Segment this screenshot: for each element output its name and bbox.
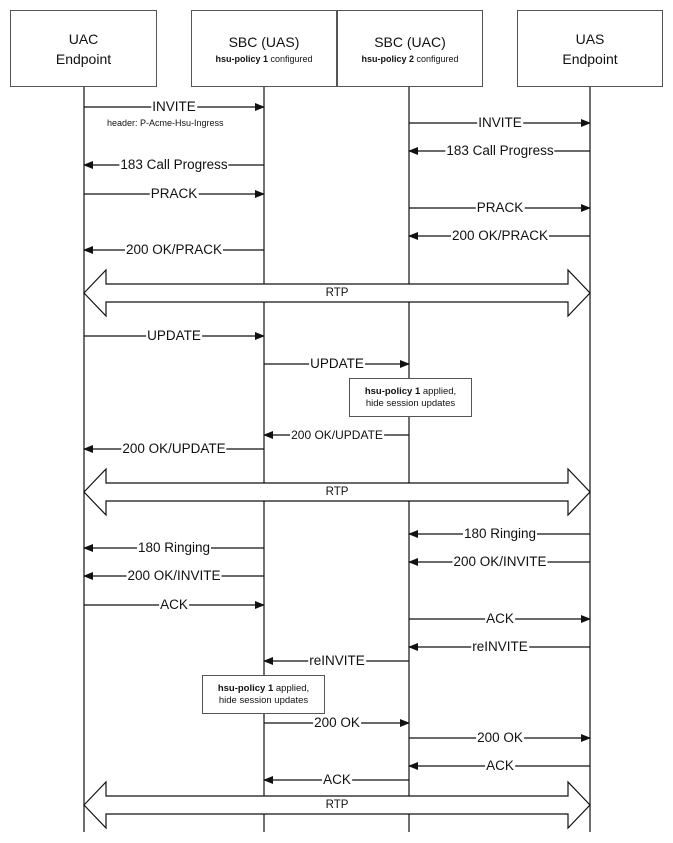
participant-sbc-uas: SBC (UAS) hsu-policy 1 configured: [191, 10, 337, 87]
message-label: INVITE: [151, 99, 197, 115]
message-label: ACK: [485, 758, 515, 774]
message-label: PRACK: [149, 186, 199, 202]
message-label: UPDATE: [146, 328, 202, 344]
message-label: 200 OK/INVITE: [452, 554, 548, 570]
participant-sbc-uas-title: SBC (UAS): [228, 33, 300, 50]
policy-status: configured: [267, 53, 313, 64]
note-policy-name: hsu-policy 1: [217, 682, 274, 694]
policy-status: configured: [413, 53, 459, 64]
note-description: hide session updates: [365, 397, 456, 409]
message-label: 180 Ringing: [462, 526, 538, 542]
message-label: 200 OK: [313, 715, 361, 731]
message-label: 200 OK/PRACK: [124, 242, 224, 258]
note-applied: applied,: [273, 682, 310, 694]
message-label: 200 OK/PRACK: [450, 228, 550, 244]
message-label: reINVITE: [308, 653, 366, 669]
participant-sbc-uac-title: SBC (UAC): [374, 33, 446, 50]
message-label: ACK: [159, 597, 189, 613]
message-label: ACK: [322, 772, 352, 788]
participant-uas: UAS Endpoint: [517, 10, 663, 87]
message-label: 180 Ringing: [136, 540, 212, 556]
participant-uac-line1: UAC: [68, 30, 99, 47]
message-label: reINVITE: [471, 639, 529, 655]
message-label: 200 OK/INVITE: [126, 568, 222, 584]
message-label: 200 OK: [476, 730, 524, 746]
note-description: hide session updates: [218, 694, 309, 706]
participant-uac-line2: Endpoint: [55, 50, 112, 67]
message-label: PRACK: [475, 200, 525, 216]
participant-sbc-uas-policy: hsu-policy 1 configured: [215, 52, 312, 66]
participant-uac: UAC Endpoint: [10, 10, 157, 87]
invite-header-note: header: P-Acme-Hsu-Ingress: [107, 118, 224, 128]
message-label: 183 Call Progress: [119, 157, 229, 173]
rtp-label: RTP: [324, 797, 350, 813]
participant-uas-line2: Endpoint: [562, 50, 618, 67]
rtp-label: RTP: [324, 484, 350, 500]
policy-name: hsu-policy 1: [215, 53, 268, 64]
message-label: INVITE: [477, 115, 523, 131]
policy-applied-note: hsu-policy 1 applied, hide session updat…: [202, 675, 325, 714]
participant-sbc-uac-policy: hsu-policy 2 configured: [361, 52, 458, 66]
message-label: UPDATE: [309, 356, 365, 372]
message-label: 183 Call Progress: [445, 143, 555, 159]
message-label: ACK: [485, 611, 515, 627]
message-label: 200 OK/UPDATE: [121, 441, 227, 457]
note-applied: applied,: [420, 385, 457, 397]
policy-name: hsu-policy 2: [361, 53, 414, 64]
rtp-label: RTP: [324, 285, 350, 301]
note-policy-name: hsu-policy 1: [364, 385, 421, 397]
participant-sbc-uac: SBC (UAC) hsu-policy 2 configured: [337, 10, 483, 87]
policy-applied-note: hsu-policy 1 applied, hide session updat…: [349, 378, 472, 417]
message-label: 200 OK/UPDATE: [290, 427, 384, 443]
participant-uas-line1: UAS: [575, 30, 605, 47]
